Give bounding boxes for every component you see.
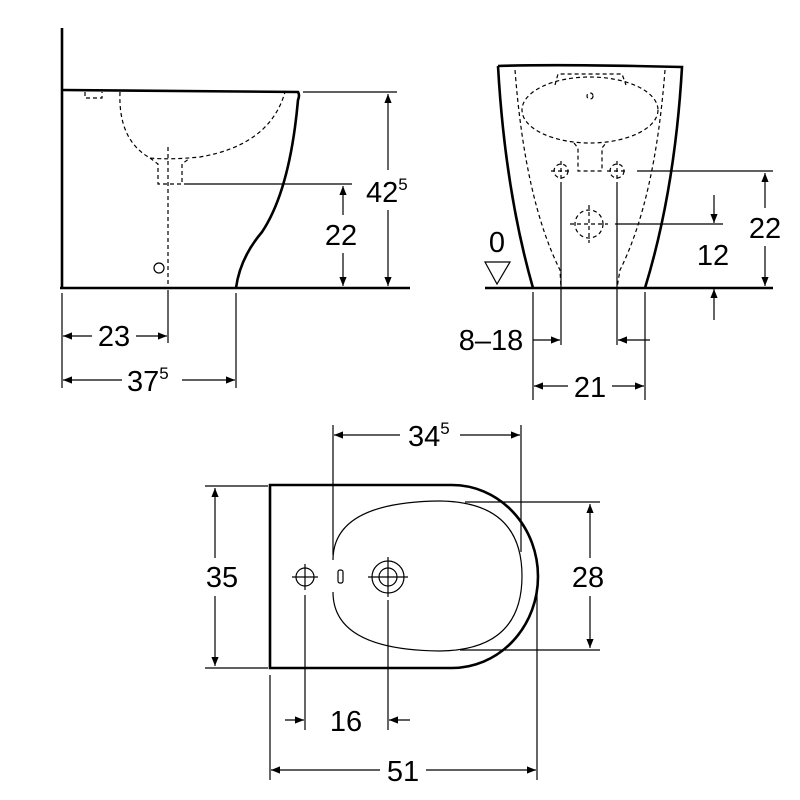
label-bg [92, 318, 136, 352]
bowl-hidden-outline [521, 76, 659, 144]
dim-label: 22 [749, 213, 781, 245]
top-view: 345 35 28 16 51 [198, 415, 614, 788]
tap-hole-hidden [586, 92, 594, 100]
dim-label: 35 [206, 562, 238, 594]
dim-label: 28 [572, 562, 604, 594]
dim-label: 23 [98, 321, 130, 353]
overflow-hidden [84, 92, 103, 99]
label-bg [400, 415, 460, 451]
dim-label: 51 [387, 756, 419, 788]
front-view: 0 22 12 8–18 21 [459, 63, 786, 404]
side-view: 22 425 23 375 [60, 28, 414, 398]
label-bg [320, 215, 362, 253]
floor-level-label: 0 [489, 227, 505, 259]
inner-hidden-right [616, 69, 666, 289]
label-bg [568, 368, 612, 402]
overflow-slot [337, 569, 344, 584]
bidet-front-outline-left [496, 65, 535, 289]
drain-hidden [573, 142, 607, 172]
dim-label: 375 [127, 364, 169, 398]
label-bg [566, 558, 614, 596]
label-bg [362, 170, 414, 210]
drain-crosshair-icon [570, 205, 608, 243]
supply-crosshair-icon [551, 161, 627, 181]
dim-label: 8–18 [459, 325, 524, 357]
bidet-front-outline-right [497, 63, 684, 289]
bidet-side-outline [61, 88, 301, 289]
bowl-rim-outline [332, 500, 523, 652]
rim-hidden [554, 73, 627, 86]
dim-label: 345 [408, 419, 450, 453]
drain-hidden [149, 157, 191, 185]
floor-level-triangle-icon [483, 261, 512, 286]
dim-label: 12 [697, 240, 729, 272]
label-bg [198, 558, 246, 596]
dim-label: 21 [574, 372, 606, 404]
bowl-hidden-outline [119, 91, 286, 160]
label-bg [380, 752, 426, 786]
label-bg [744, 208, 786, 246]
dim-label: 16 [330, 706, 362, 738]
inner-hidden-left [514, 69, 562, 289]
dim-label: 22 [325, 220, 357, 252]
dim-label: 425 [366, 175, 408, 209]
bidet-top-outline [268, 483, 540, 670]
label-bg [122, 360, 182, 396]
fixing-hole-icon [153, 262, 165, 274]
